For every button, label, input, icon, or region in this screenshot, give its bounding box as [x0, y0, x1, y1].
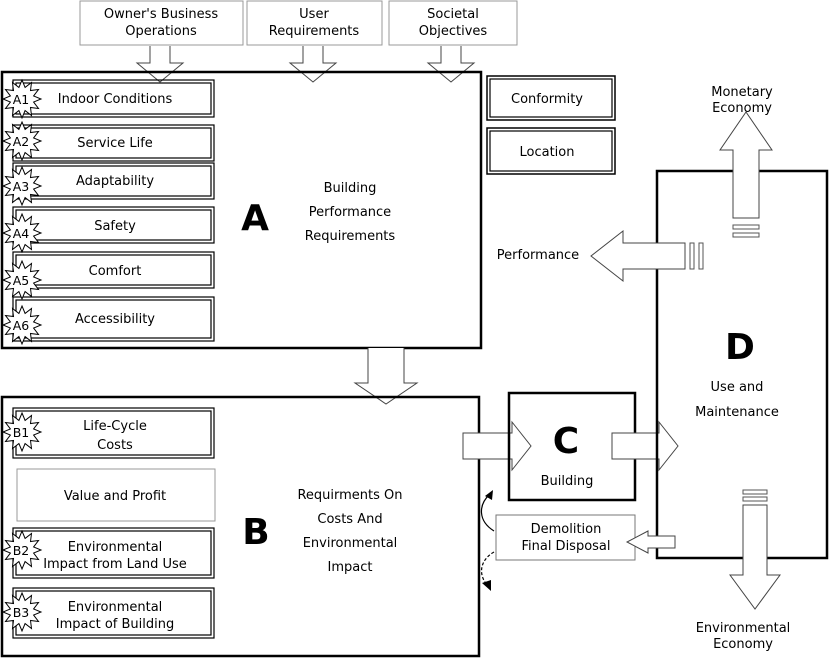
curved-arrow-down	[480, 551, 495, 586]
starburst-label-a3: A3	[13, 179, 30, 194]
input-user-line1: User	[299, 7, 329, 22]
starburst-label-b3: B3	[13, 605, 30, 620]
starburst-label-b2: B2	[13, 543, 30, 558]
section-b-title-1: Requirments On	[297, 488, 402, 503]
section-a-title-3: Requirements	[305, 229, 396, 244]
section-a-box	[0, 70, 483, 350]
arrow-b-to-c	[462, 420, 532, 472]
conformity-box	[486, 75, 616, 121]
monetary-line2: Economy	[712, 101, 772, 116]
input-arrow-2	[288, 46, 338, 83]
b-item-1-line1: Life-Cycle	[83, 419, 147, 434]
section-b-title-4: Impact	[328, 560, 373, 575]
section-a-title-1: Building	[324, 181, 377, 196]
starburst-badge-a1	[1, 78, 43, 120]
b-item-3-line2: Impact of Building	[56, 617, 175, 632]
a-item-label-5: Comfort	[89, 264, 142, 279]
section-c-label: Building	[541, 474, 594, 489]
monetary-line1: Monetary	[711, 85, 773, 100]
section-b-box	[0, 395, 481, 658]
environmental-line2: Economy	[713, 637, 773, 652]
input-box-owners-business	[79, 0, 244, 46]
section-d-line1: Use and	[711, 380, 764, 395]
section-b-letter: B	[242, 512, 269, 553]
section-a-title-2: Performance	[309, 205, 391, 220]
section-b-title-3: Environmental	[303, 536, 398, 551]
starburst-badge-a2	[1, 120, 43, 162]
starburst-badge-a5	[1, 259, 43, 301]
a-item-label-1: Indoor Conditions	[58, 92, 173, 107]
starburst-badge-b2	[1, 529, 43, 571]
location-box	[486, 127, 616, 175]
arrow-monetary-up	[719, 111, 773, 219]
section-b-title-2: Costs And	[317, 512, 382, 527]
input-user-line2: Requirements	[269, 24, 360, 39]
starburst-label-a2: A2	[13, 134, 30, 149]
conformity-label: Conformity	[511, 92, 583, 107]
starburst-badge-a4	[1, 212, 43, 254]
b-item-2-line1: Environmental	[68, 540, 163, 555]
arrow-performance-left	[590, 229, 686, 283]
a-item-label-4: Safety	[94, 219, 136, 234]
starburst-badge-b1	[1, 411, 43, 453]
b-item-value-label: Value and Profit	[64, 489, 166, 504]
section-d-letter: D	[725, 327, 755, 368]
input-arrow-1	[135, 46, 185, 83]
b-item-box-value	[16, 468, 216, 522]
input-owners-line1: Owner's Business	[104, 7, 218, 22]
starburst-label-a1: A1	[13, 92, 30, 107]
arrow-environmental-down	[729, 504, 781, 610]
input-box-user-requirements	[246, 0, 383, 46]
arrow-d-to-demolition	[625, 530, 676, 554]
b-item-1-line2: Costs	[97, 438, 133, 453]
starburst-badge-b3	[1, 591, 43, 633]
curved-arrow-up	[480, 493, 495, 532]
section-d-line2: Maintenance	[695, 405, 779, 420]
input-owners-line2: Operations	[125, 24, 197, 39]
starburst-label-a4: A4	[13, 226, 30, 241]
environmental-line1: Environmental	[696, 621, 791, 636]
input-societal-line2: Objectives	[419, 24, 488, 39]
arrow-a-to-b	[353, 348, 419, 405]
performance-label: Performance	[497, 248, 579, 263]
a-item-label-3: Adaptability	[76, 174, 154, 189]
b-item-3-line1: Environmental	[68, 600, 163, 615]
input-societal-line1: Societal	[427, 7, 479, 22]
input-arrow-3	[426, 46, 476, 83]
section-a-letter: A	[241, 198, 269, 239]
input-box-societal-objectives	[388, 0, 518, 46]
arrow-c-to-d	[611, 420, 679, 472]
b-item-2-line2: Impact from Land Use	[43, 557, 187, 572]
a-item-label-6: Accessibility	[75, 312, 155, 327]
starburst-label-b1: B1	[13, 425, 30, 440]
demolition-line1: Demolition	[531, 522, 602, 537]
starburst-badge-a6	[1, 304, 43, 346]
starburst-badge-a3	[1, 165, 43, 207]
location-label: Location	[520, 145, 575, 160]
a-item-label-2: Service Life	[77, 136, 153, 151]
demolition-line2: Final Disposal	[521, 539, 610, 554]
starburst-label-a5: A5	[13, 273, 30, 288]
section-c-letter: C	[553, 421, 579, 462]
starburst-label-a6: A6	[13, 318, 30, 333]
